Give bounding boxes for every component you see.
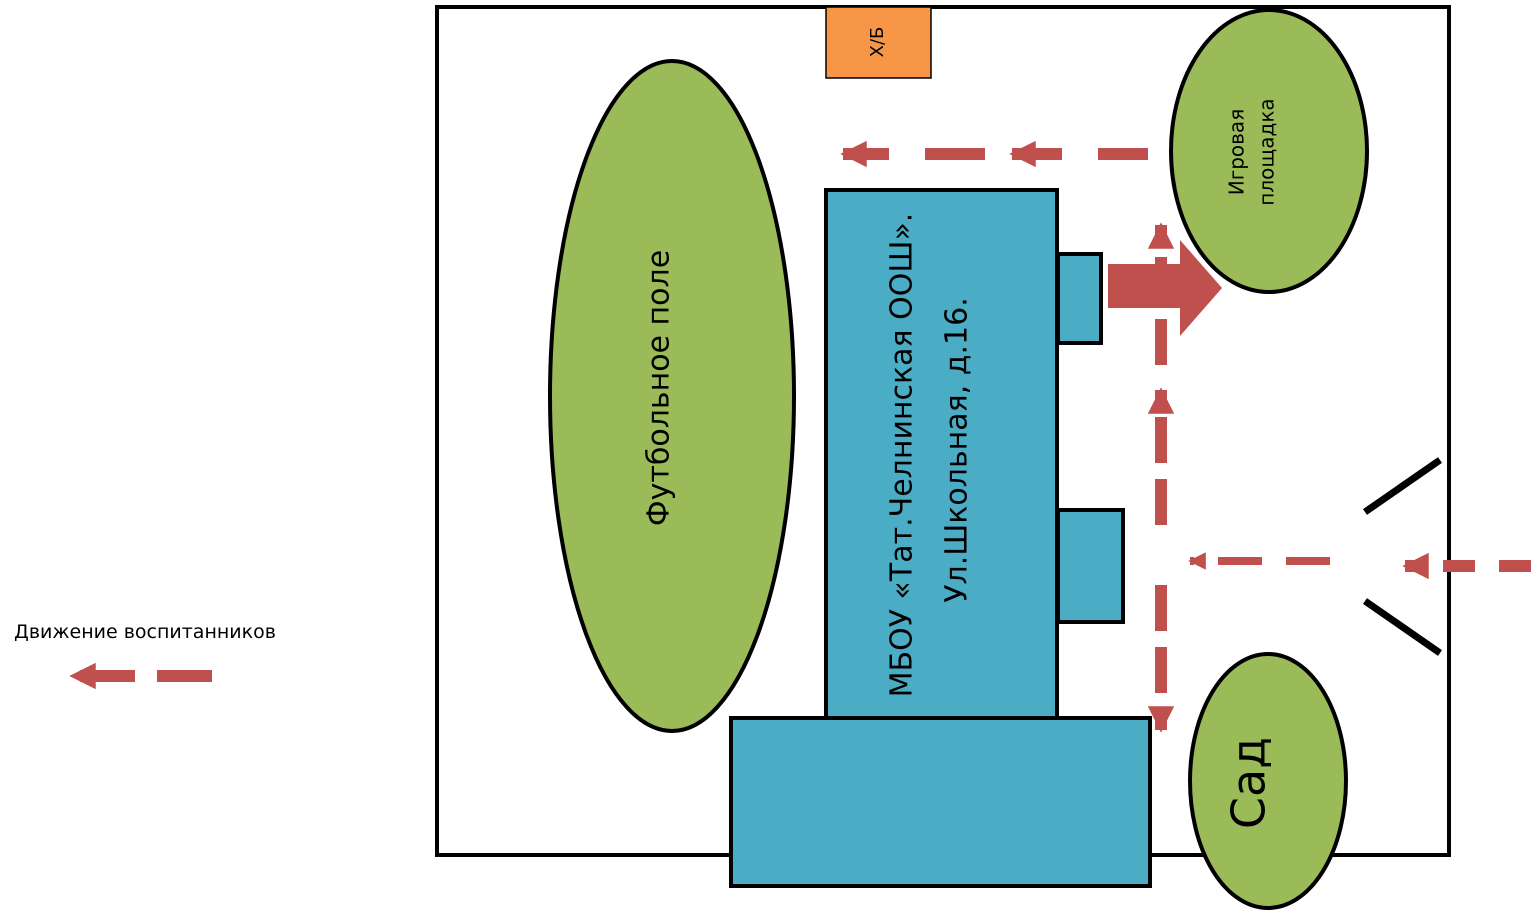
school-annex-middle [1056,508,1125,624]
garden: Сад [1188,652,1348,910]
school-annex-top [1056,252,1103,345]
garden-label: Сад [1222,737,1276,829]
school-building: МБОУ «Тат.Челнинская ООШ». Ул.Школьная, … [729,188,1152,888]
playground: Игровая площадка [1169,8,1369,294]
storage-building: Х/Б [825,6,932,79]
storage-label: Х/Б [867,27,888,58]
football-field: Футбольное поле [548,59,796,733]
entrance-gate [1363,457,1442,656]
legend-label: Движение воспитанников [14,621,276,643]
school-name-label: МБОУ «Тат.Челнинская ООШ». [885,213,920,698]
playground-label-line2: площадка [1255,98,1279,205]
playground-label-line1: Игровая [1225,109,1249,195]
school-base-wing [729,716,1152,888]
school-address-label: Ул.Школьная, д.16. [940,297,975,603]
exit-arrow [1108,240,1222,336]
football-field-label: Футбольное поле [642,250,677,526]
